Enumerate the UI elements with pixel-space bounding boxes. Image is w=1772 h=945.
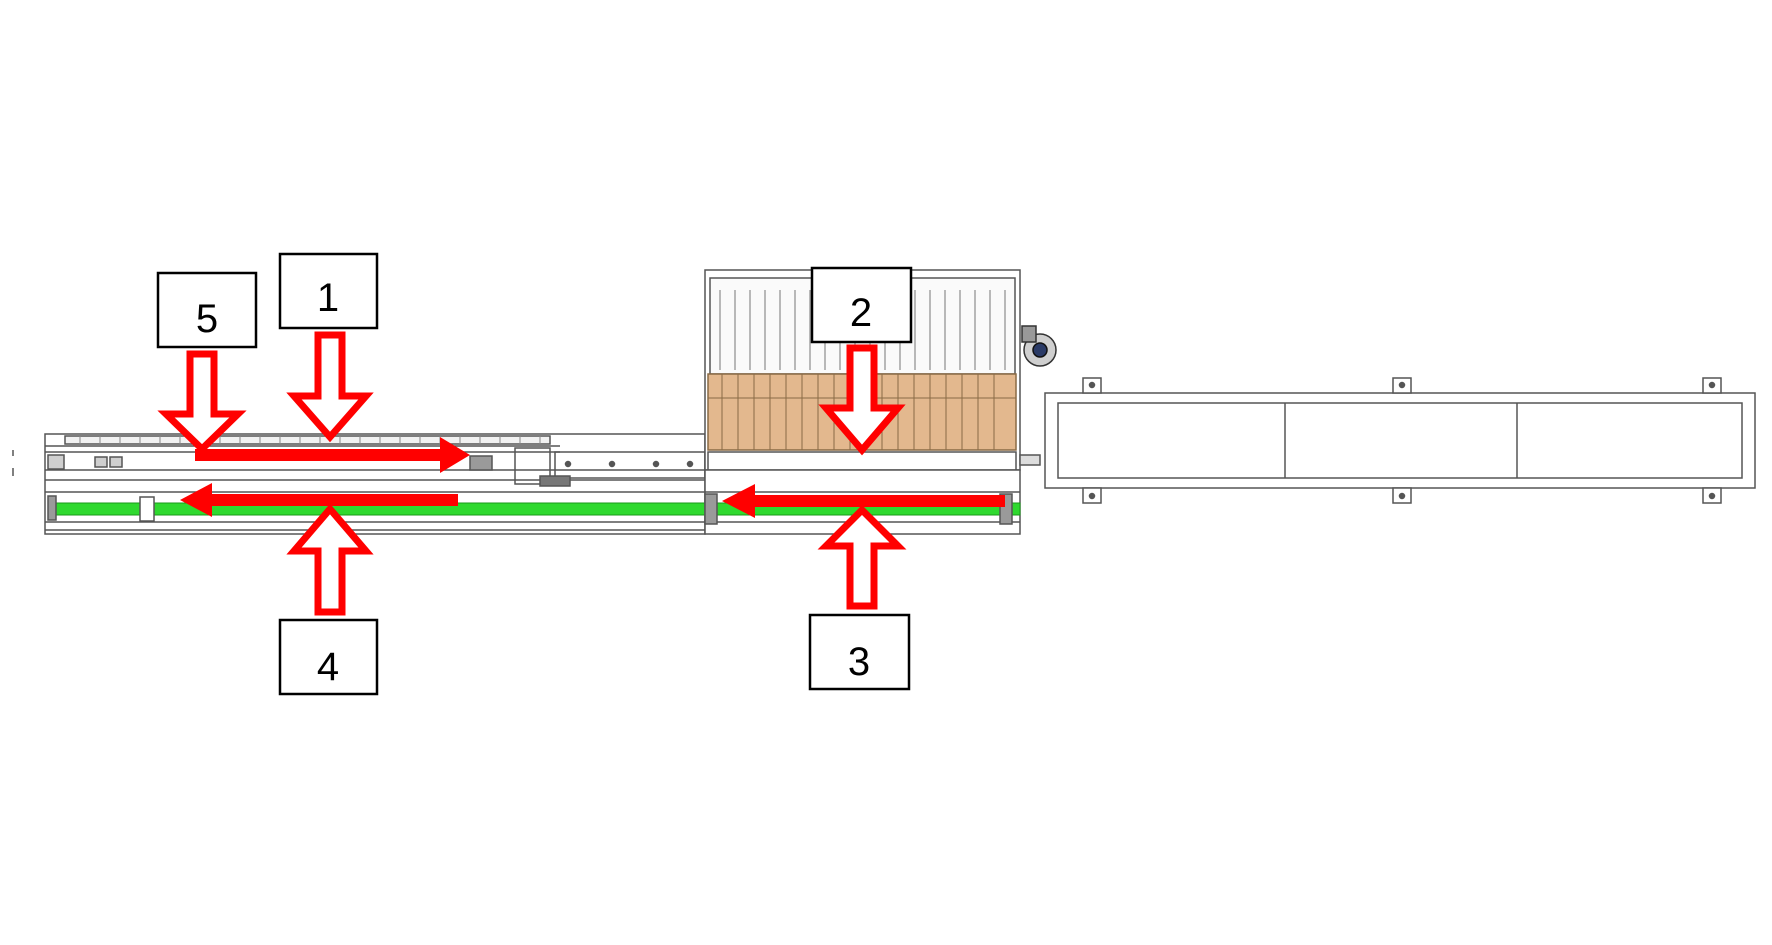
callout-box-4: 4 [278, 618, 379, 696]
callout-arrow-3 [817, 505, 907, 610]
callout-arrow-5 [157, 350, 247, 454]
track-teeth [79, 436, 541, 444]
callout-boxes: 1 5 2 3 4 [156, 252, 913, 696]
callout-arrow-1 [286, 331, 374, 443]
callout-box-3: 3 [808, 613, 911, 691]
callout-arrow-2 [818, 344, 906, 456]
callout-label-4: 4 [317, 645, 339, 689]
arrow-left-middle [722, 484, 1005, 518]
flow-arrows [180, 437, 1005, 518]
callout-arrow-4 [286, 503, 374, 616]
right-conveyor [1044, 377, 1756, 504]
callout-label-5: 5 [196, 297, 218, 341]
callout-box-2: 2 [810, 266, 913, 344]
callout-arrows [157, 331, 907, 616]
callout-label-2: 2 [850, 291, 872, 335]
arrow-left-lower [180, 483, 458, 517]
arrow-right-top [195, 437, 470, 473]
callout-label-3: 3 [848, 640, 870, 684]
callout-box-1: 1 [278, 252, 379, 330]
callout-box-5: 5 [156, 271, 258, 349]
callout-label-1: 1 [317, 276, 339, 320]
